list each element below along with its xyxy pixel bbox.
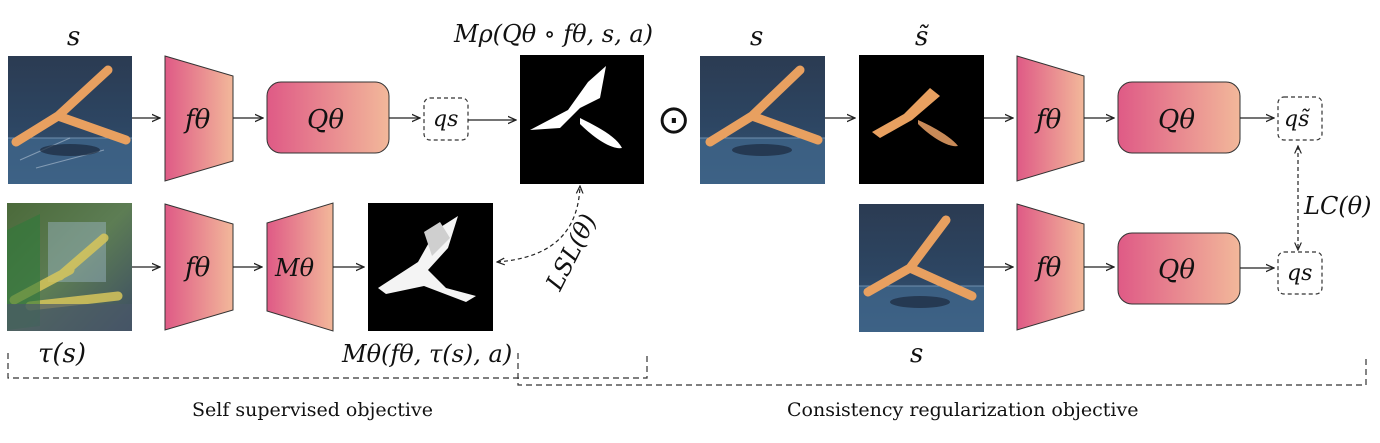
- consistency-bracket: [517, 353, 1367, 386]
- q-network-block: Qθ: [266, 81, 390, 154]
- encoder-label: fθ: [1034, 253, 1062, 283]
- input-image-s: [8, 56, 132, 184]
- q-value-augmented-output: qs̃: [1277, 96, 1323, 141]
- predicted-mask-image: [368, 203, 493, 331]
- q-value-output: qs: [1277, 251, 1323, 295]
- label-tau-s: τ(s): [38, 339, 86, 369]
- encoder-block: fθ: [1016, 55, 1085, 182]
- saliency-mask-image: [520, 55, 644, 184]
- q-value-label: qs: [433, 107, 458, 132]
- encoder-block: fθ: [164, 55, 234, 182]
- q-network-label: Qθ: [1158, 255, 1195, 285]
- label-mask-pred: Mθ(fθ, τ(s), a): [341, 340, 512, 368]
- encoder-label: fθ: [1034, 105, 1062, 135]
- encoder-block: fθ: [164, 203, 234, 331]
- q-network-label: Qθ: [307, 105, 344, 135]
- mask-decoder-block: Mθ: [266, 202, 334, 332]
- q-network-block: Qθ: [1117, 232, 1241, 305]
- q-network-label: Qθ: [1158, 105, 1195, 135]
- caption-self-supervised: Self supervised objective: [192, 399, 433, 421]
- q-network-block: Qθ: [1117, 81, 1241, 154]
- q-value-augmented-label: qs̃: [1284, 107, 1310, 132]
- self-supervised-loss-label: LSL(θ): [540, 209, 602, 295]
- label-mask-target: Mρ(Qθ ∘ fθ, s, a): [453, 20, 653, 48]
- mask-decoder-label: Mθ: [274, 254, 315, 282]
- self-supervised-bracket: [7, 353, 648, 379]
- elementwise-product-symbol: ⊙: [657, 97, 691, 143]
- consistency-loss-label: LC(θ): [1303, 192, 1371, 220]
- label-s-tilde: s̃: [915, 22, 930, 52]
- caption-consistency: Consistency regularization objective: [787, 399, 1138, 421]
- masked-image-s-tilde: [859, 55, 984, 184]
- label-s-top-middle: s: [750, 22, 763, 52]
- q-value-label: qs: [1287, 261, 1312, 286]
- label-s-top-left: s: [67, 22, 80, 52]
- input-image-s-copy: [700, 56, 825, 184]
- self-supervised-loss-arrow: [497, 186, 580, 262]
- input-image-s-bottom: [859, 204, 984, 332]
- q-value-output: qs: [423, 97, 469, 141]
- encoder-label: fθ: [183, 105, 211, 135]
- encoder-label: fθ: [183, 253, 211, 283]
- label-s-bottom-right: s: [910, 339, 923, 369]
- augmented-image-tau-s: [7, 203, 132, 331]
- encoder-block: fθ: [1016, 203, 1085, 331]
